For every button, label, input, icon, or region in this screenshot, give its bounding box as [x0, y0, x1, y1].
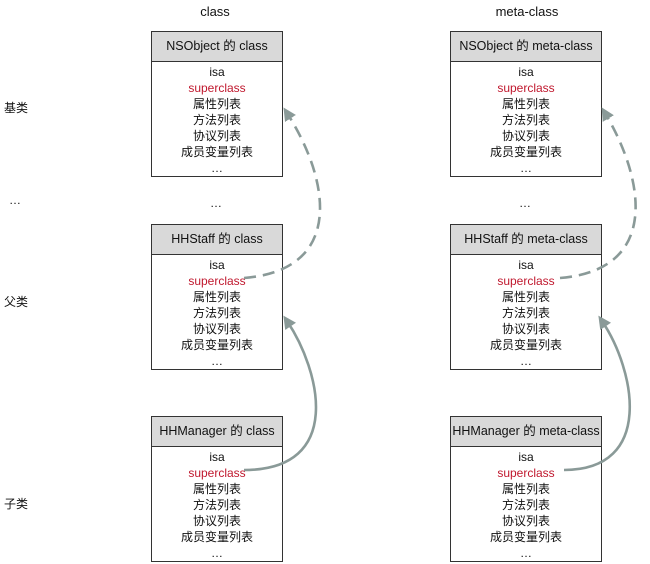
column-title-meta-class: meta-class	[495, 4, 559, 19]
box-title: HHStaff 的 meta-class	[451, 225, 601, 255]
protocol-list-field: 协议列表	[192, 129, 241, 143]
more-ellipsis: …	[211, 354, 223, 368]
class-box-hhmanager: HHManager 的 class isa superclass 属性列表 方法…	[151, 416, 283, 562]
protocol-list-field: 协议列表	[501, 514, 550, 528]
isa-field: isa	[209, 450, 225, 464]
superclass-field: superclass	[497, 274, 555, 288]
ivar-list-field: 成员变量列表	[180, 530, 253, 544]
superclass-field: superclass	[188, 81, 246, 95]
isa-field: isa	[209, 65, 225, 79]
isa-field: isa	[518, 258, 534, 272]
property-list-field: 属性列表	[192, 482, 241, 496]
class-box-nsobject: NSObject 的 class isa superclass 属性列表 方法列…	[151, 31, 283, 177]
class-gap-ellipsis: …	[210, 196, 222, 210]
more-ellipsis: …	[520, 546, 532, 560]
protocol-list-field: 协议列表	[501, 322, 550, 336]
more-ellipsis: …	[520, 354, 532, 368]
side-label-ellipsis: …	[9, 193, 21, 207]
protocol-list-field: 协议列表	[192, 322, 241, 336]
method-list-field: 方法列表	[192, 113, 241, 127]
method-list-field: 方法列表	[192, 498, 241, 512]
ivar-list-field: 成员变量列表	[489, 530, 562, 544]
property-list-field: 属性列表	[192, 97, 241, 111]
superclass-field: superclass	[497, 81, 555, 95]
box-title: HHManager 的 meta-class	[451, 417, 601, 447]
ivar-list-field: 成员变量列表	[180, 338, 253, 352]
ivar-list-field: 成员变量列表	[489, 145, 562, 159]
superclass-field: superclass	[188, 274, 246, 288]
property-list-field: 属性列表	[501, 482, 550, 496]
superclass-field: superclass	[188, 466, 246, 480]
more-ellipsis: …	[211, 546, 223, 560]
method-list-field: 方法列表	[501, 306, 550, 320]
box-title: HHManager 的 class	[152, 417, 282, 447]
ivar-list-field: 成员变量列表	[180, 145, 253, 159]
property-list-field: 属性列表	[501, 97, 550, 111]
box-title: NSObject 的 class	[152, 32, 282, 62]
more-ellipsis: …	[211, 161, 223, 175]
isa-field: isa	[209, 258, 225, 272]
meta-gap-ellipsis: …	[519, 196, 531, 210]
meta-class-box-nsobject: NSObject 的 meta-class isa superclass 属性列…	[450, 31, 602, 177]
meta-class-box-hhstaff: HHStaff 的 meta-class isa superclass 属性列表…	[450, 224, 602, 370]
side-label-parent: 父类	[4, 295, 29, 309]
more-ellipsis: …	[520, 161, 532, 175]
property-list-field: 属性列表	[192, 290, 241, 304]
class-box-hhstaff: HHStaff 的 class isa superclass 属性列表 方法列表…	[151, 224, 283, 370]
isa-field: isa	[518, 65, 534, 79]
isa-field: isa	[518, 450, 534, 464]
property-list-field: 属性列表	[501, 290, 550, 304]
method-list-field: 方法列表	[501, 113, 550, 127]
box-title: HHStaff 的 class	[152, 225, 282, 255]
meta-class-box-hhmanager: HHManager 的 meta-class isa superclass 属性…	[450, 416, 602, 562]
side-label-child: 子类	[4, 497, 29, 511]
column-title-class: class	[200, 4, 230, 19]
method-list-field: 方法列表	[192, 306, 241, 320]
protocol-list-field: 协议列表	[192, 514, 241, 528]
ivar-list-field: 成员变量列表	[489, 338, 562, 352]
method-list-field: 方法列表	[501, 498, 550, 512]
superclass-field: superclass	[497, 466, 555, 480]
protocol-list-field: 协议列表	[501, 129, 550, 143]
side-label-base: 基类	[4, 101, 29, 115]
box-title: NSObject 的 meta-class	[451, 32, 601, 62]
